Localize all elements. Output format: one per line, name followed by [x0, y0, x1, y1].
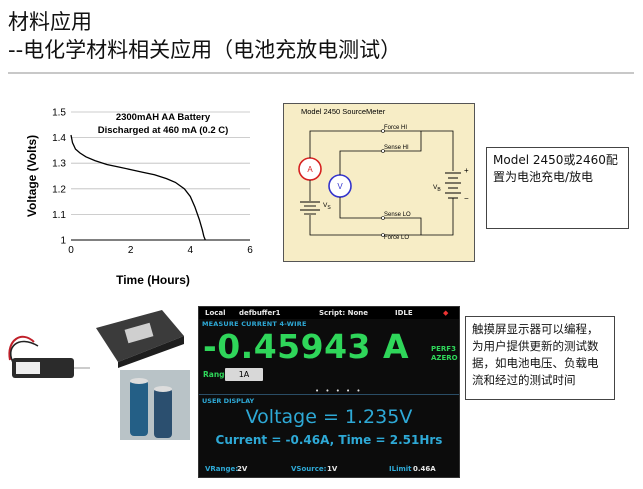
vsource-label: VSource: [291, 465, 327, 473]
alert-icon: ◆ [443, 309, 449, 317]
chart-series-line [70, 134, 206, 241]
instrument-display: Local defbuffer1 Script: None IDLE ◆ MEA… [198, 306, 460, 478]
callout-touchscreen: 触摸屏显示器可以编程，为用户提供更新的测试数据，如电池电压、负载电流和经过的测试… [465, 316, 615, 400]
ilimit-label: ILimit [389, 465, 412, 473]
measure-label: MEASURE CURRENT 4-WIRE [202, 320, 307, 328]
battery-icon [445, 172, 461, 203]
chart-subtitle: Discharged at 460 mA (0.2 C) [98, 125, 229, 136]
chart-xtick-label: 2 [128, 245, 134, 256]
title-divider [8, 72, 634, 74]
discharge-chart: 2300mAH AA Battery Discharged at 460 mA … [25, 108, 253, 288]
vb-label: VB [433, 184, 441, 193]
range-button[interactable]: 1A [225, 368, 263, 381]
vs-label: VS [323, 202, 331, 211]
azero-indicator: AZERO [431, 354, 458, 362]
force-lo-label: Force LO [384, 235, 409, 241]
chart-ytick-label: 1.5 [52, 108, 66, 119]
page-indicator-dots[interactable]: • • • • • [315, 387, 363, 395]
vrange-label: VRange: [205, 465, 239, 473]
chart-ytick-label: 1 [60, 236, 66, 247]
measurement-reading: -0.45943 A [203, 327, 410, 366]
chart-ytick-label: 1.4 [52, 133, 66, 144]
chart-ytick-label: 1.3 [52, 159, 66, 170]
vrange-value[interactable]: 2V [237, 465, 248, 473]
battery-minus: − [464, 194, 469, 203]
ilimit-value[interactable]: 0.46A [413, 465, 436, 473]
user-current-time-line: Current = -0.46A, Time = 2.51Hrs [215, 433, 443, 447]
chart-xlabel: Time (Hours) [116, 273, 190, 287]
schematic-title: Model 2450 SourceMeter [301, 107, 386, 116]
voltage-source-icon [300, 201, 320, 215]
chart-xtick-label: 4 [188, 245, 194, 256]
chart-title: 2300mAH AA Battery [116, 112, 211, 123]
sense-hi-label: Sense HI [384, 145, 409, 151]
schematic-panel [283, 103, 475, 262]
chart-xtick-label: 6 [247, 245, 253, 256]
slide-title: 材料应用 [8, 10, 92, 34]
sourcemeter-schematic: Model 2450 SourceMeter A V VS Force HI S… [298, 107, 469, 241]
sense-lo-label: Sense LO [384, 212, 411, 218]
aa-cells-image [120, 370, 190, 440]
chart-ytick-label: 1.2 [52, 184, 66, 195]
chart-ylabel: Voltage (Volts) [25, 135, 39, 217]
display-settings-bar: VRange: 2V VSource: 1V ILimit 0.46A [199, 462, 459, 476]
slide-subtitle: --电化学材料相关应用（电池充放电测试） [8, 38, 402, 62]
vsource-value[interactable]: 1V [327, 465, 338, 473]
callout-configuration: Model 2450或2460配置为电池充电/放电 [486, 147, 629, 229]
status-script: Script: None [319, 309, 369, 317]
chart-xtick-label: 0 [68, 245, 74, 256]
force-hi-label: Force HI [384, 125, 407, 131]
status-idle: IDLE [395, 309, 413, 317]
perf-indicator: PERF3 [431, 345, 456, 353]
user-display-label: USER DISPLAY [202, 397, 255, 405]
ammeter-label: A [307, 165, 313, 174]
status-local: Local [205, 309, 226, 317]
battery-plus: + [464, 166, 469, 175]
laptop-battery-image [96, 310, 184, 368]
chart-ytick-label: 1.1 [52, 210, 66, 221]
range-label: Range [203, 370, 230, 379]
user-voltage-line: Voltage = 1.235V [245, 406, 413, 428]
display-divider [199, 394, 459, 395]
battery-pack-cable-image [8, 335, 90, 378]
status-buffer: defbuffer1 [239, 309, 281, 317]
voltmeter-label: V [337, 182, 343, 191]
display-status-bar: Local defbuffer1 Script: None IDLE ◆ [199, 307, 459, 319]
